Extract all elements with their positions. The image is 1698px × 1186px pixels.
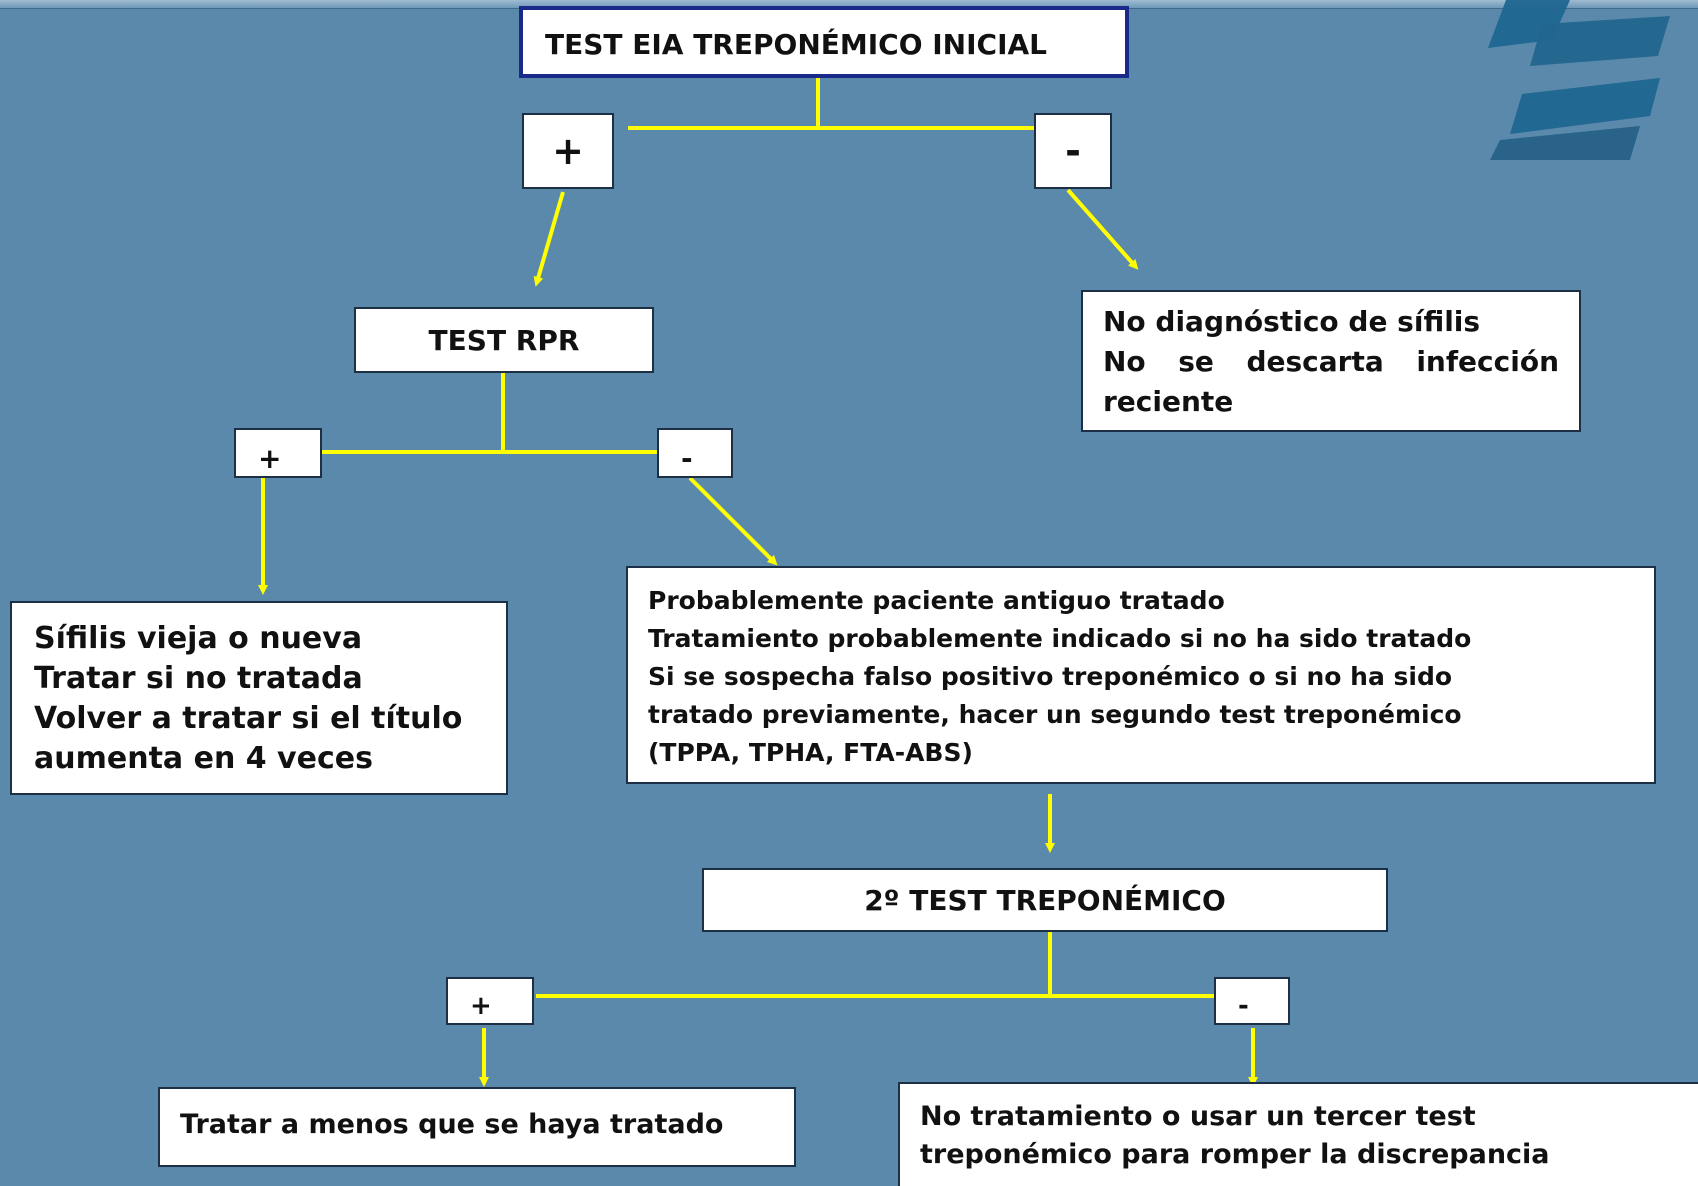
rpr-negative-line-4: tratado previamente, hacer un segundo te… [648, 700, 1462, 729]
second-positive-result-box: Tratar a menos que se haya tratado [158, 1087, 796, 1167]
arrow-root-plus [533, 191, 565, 287]
no-syphilis-line-2: No se descarta infección [1103, 345, 1559, 378]
second-minus-box: - [1214, 977, 1290, 1025]
rpr-positive-result-box: Sífilis vieja o nueva Tratar si no trata… [10, 601, 508, 795]
arrow-root-minus [1066, 188, 1139, 270]
rpr-minus-sign: - [681, 442, 693, 475]
no-syphilis-box: No diagnóstico de sífilis No se descarta… [1081, 290, 1581, 432]
rpr-test-label: TEST RPR [428, 323, 580, 357]
second-plus-box: + [446, 977, 534, 1025]
second-plus-sign: + [470, 991, 492, 1021]
second-negative-result-box: No tratamiento o usar un tercer test tre… [898, 1082, 1698, 1186]
rpr-positive-line-1: Sífilis vieja o nueva [34, 621, 363, 656]
rpr-negative-line-2: Tratamiento probablemente indicado si no… [648, 624, 1472, 653]
second-negative-line-2: treponémico para romper la discrepancia [920, 1139, 1550, 1170]
rpr-plus-sign: + [258, 442, 282, 475]
arrow-rpr-minus [688, 476, 778, 566]
second-test-box: 2º TEST TREPONÉMICO [702, 868, 1388, 932]
rpr-positive-line-3: Volver a tratar si el título [34, 701, 463, 736]
rpr-positive-line-4: aumenta en 4 veces [34, 741, 373, 776]
rpr-minus-box: - [657, 428, 733, 478]
root-test-box: TEST EIA TREPONÉMICO INICIAL [519, 6, 1129, 78]
rpr-negative-result-box: Probablemente paciente antiguo tratado T… [626, 566, 1656, 784]
rpr-test-box: TEST RPR [354, 307, 654, 373]
no-syphilis-line-3: reciente [1103, 385, 1234, 418]
rpr-positive-line-2: Tratar si no tratada [34, 661, 363, 696]
second-test-label: 2º TEST TREPONÉMICO [864, 883, 1226, 917]
rpr-plus-box: + [234, 428, 322, 478]
second-positive-text: Tratar a menos que se haya tratado [180, 1109, 724, 1140]
no-syphilis-line-1: No diagnóstico de sífilis [1103, 305, 1481, 338]
root-plus-box: + [522, 113, 614, 189]
rpr-negative-line-1: Probablemente paciente antiguo tratado [648, 586, 1225, 615]
second-minus-sign: - [1238, 991, 1249, 1021]
root-minus-box: - [1034, 113, 1112, 189]
rpr-negative-line-3: Si se sospecha falso positivo treponémic… [648, 662, 1453, 691]
second-negative-line-1: No tratamiento o usar un tercer test [920, 1101, 1476, 1132]
root-minus-sign: - [1065, 129, 1081, 173]
root-plus-sign: + [552, 129, 584, 173]
rpr-negative-line-5: (TPPA, TPHA, FTA-ABS) [648, 738, 973, 767]
logo-shape [1488, 0, 1670, 160]
root-test-label: TEST EIA TREPONÉMICO INICIAL [545, 28, 1048, 61]
